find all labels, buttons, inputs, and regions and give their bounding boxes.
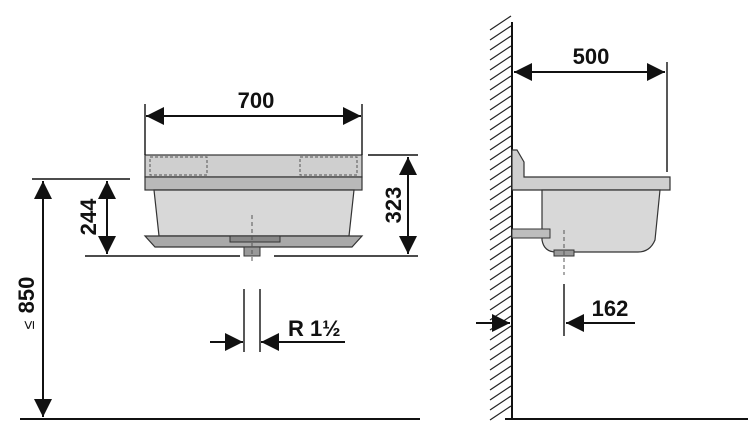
wall-hatch-line xyxy=(489,345,512,361)
side-view: 500 162 xyxy=(476,15,748,421)
wall-hatch-line xyxy=(489,165,512,181)
wall-hatch-line xyxy=(489,285,512,301)
sink-side-top xyxy=(511,149,671,191)
wall-hatch-line xyxy=(489,115,512,131)
wall-hatch-line xyxy=(489,45,512,61)
wall-hatch-line xyxy=(489,175,512,191)
wall-hatch-line xyxy=(489,215,512,231)
wall-hatch-line xyxy=(489,145,512,161)
wall-hatch-line xyxy=(489,365,512,381)
wall-hatch-line xyxy=(489,75,512,91)
wall-hatch-line xyxy=(489,55,512,71)
wall-hatch-line xyxy=(489,255,512,271)
wall-hatch-line xyxy=(489,265,512,281)
dim-label-850: 850 xyxy=(14,277,39,314)
wall-hatch-line xyxy=(489,385,512,401)
mounting-bracket-left xyxy=(149,156,208,176)
wall-hatch-line xyxy=(489,375,512,391)
mounting-bracket-right xyxy=(299,156,358,176)
sink-backsplash xyxy=(144,154,363,178)
wall-hatch-line xyxy=(489,65,512,81)
wall-hatch-line xyxy=(489,105,512,121)
wall-hatch-line xyxy=(489,195,512,211)
wall-hatch-line xyxy=(489,185,512,201)
wall-hatch-line xyxy=(489,245,512,261)
dim-label-323: 323 xyxy=(381,187,406,224)
sink-rim xyxy=(144,176,363,191)
sink-side-bowl xyxy=(541,189,661,253)
dim-label-drain: R 1½ xyxy=(288,316,341,341)
sink-front-view xyxy=(143,154,364,262)
front-view: 700 323 244 850 ≤ R 1½ xyxy=(14,88,420,420)
wall-hatch-line xyxy=(489,95,512,111)
wall-hatch-line xyxy=(489,405,512,421)
wall-hatch-line xyxy=(489,205,512,221)
sink-side-view xyxy=(511,149,671,275)
wall-hatch-line xyxy=(489,295,512,311)
sink-bowl xyxy=(153,189,355,237)
dim-label-500: 500 xyxy=(573,44,610,69)
wall-hatch-line xyxy=(489,335,512,351)
wall-hatch-line xyxy=(489,35,512,51)
wall-hatch-line xyxy=(489,135,512,151)
wall-hatch-line xyxy=(489,355,512,371)
wall-hatch-line xyxy=(489,225,512,241)
wall-hatch-line xyxy=(489,25,512,41)
dim-label-162: 162 xyxy=(592,296,629,321)
wall-hatch-line xyxy=(489,15,512,31)
dim-qualifier-850: ≤ xyxy=(21,320,38,329)
dim-label-244: 244 xyxy=(76,198,101,235)
dim-label-700: 700 xyxy=(238,88,275,113)
wall-bracket xyxy=(511,228,551,239)
drain-plate xyxy=(229,235,281,243)
wall-hatch-line xyxy=(489,85,512,101)
wall-hatch-line xyxy=(489,395,512,411)
wall-hatch-line xyxy=(489,125,512,141)
wall-hatching xyxy=(489,15,513,421)
wall-hatch-line xyxy=(489,155,512,171)
wall-hatch-line xyxy=(489,275,512,291)
wall-hatch-line xyxy=(489,235,512,251)
